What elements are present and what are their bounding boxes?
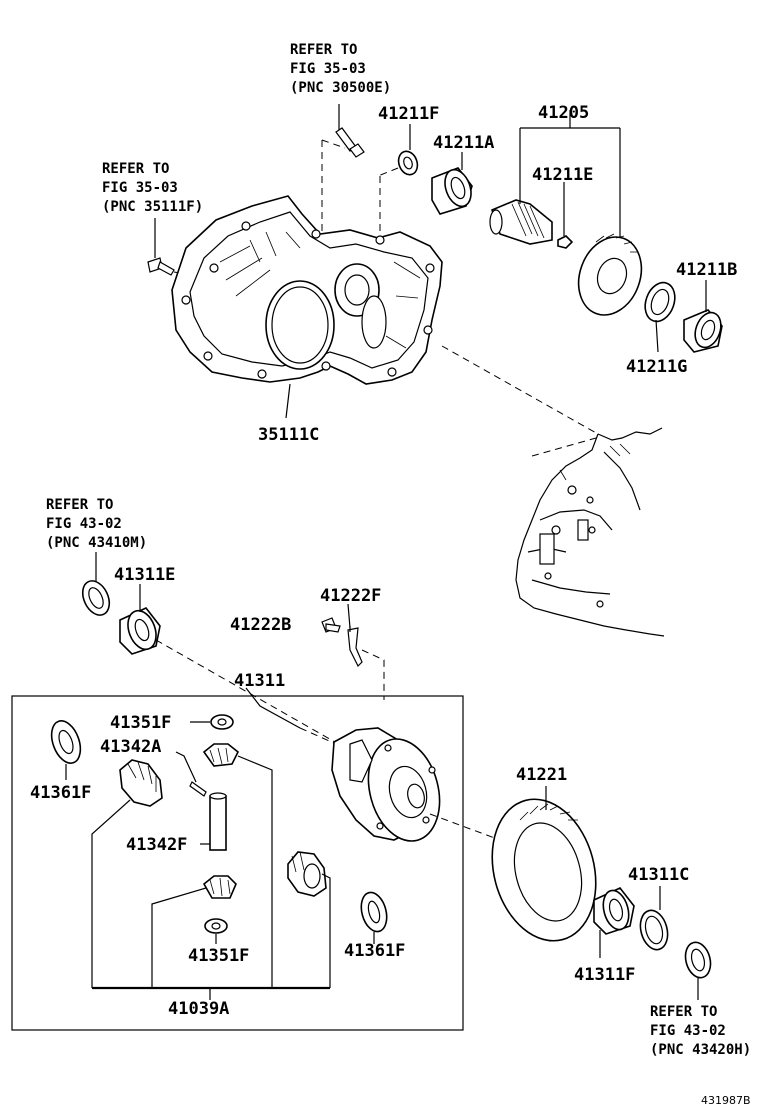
refer-note-43410M[interactable]: REFER TO FIG 43-02 (PNC 43410M): [46, 497, 147, 551]
svg-text:(PNC 30500E): (PNC 30500E): [290, 80, 391, 96]
label-41221: 41221: [516, 765, 567, 785]
svg-text:FIG 35-03: FIG 35-03: [290, 61, 366, 77]
leader-41222F: [347, 603, 351, 629]
label-41039A: 41039A: [168, 999, 229, 1019]
refer-note-30500E[interactable]: REFER TO FIG 35-03 (PNC 30500E): [290, 42, 391, 96]
bearing-41211A-part[interactable]: [431, 166, 476, 215]
label-41311: 41311: [234, 671, 285, 691]
bolt-41222B-part[interactable]: [321, 617, 341, 633]
pin-41342A-part[interactable]: [189, 781, 207, 797]
label-41211G: 41211G: [626, 357, 687, 377]
washer-41351F-top-part[interactable]: [210, 714, 234, 730]
seal-43410M-part[interactable]: [78, 577, 115, 620]
svg-text:FIG 43-02: FIG 43-02: [650, 1023, 726, 1039]
pinion-gear-bottom-part[interactable]: [202, 875, 237, 899]
lock-plate-41222F-part[interactable]: [347, 626, 363, 668]
label-41311C: 41311C: [628, 865, 689, 885]
svg-text:(PNC 43410M): (PNC 43410M): [46, 535, 147, 551]
svg-text:REFER TO: REFER TO: [650, 1004, 717, 1020]
nut-41211E-part[interactable]: [557, 235, 574, 249]
leader-30500E-b: [321, 139, 346, 149]
svg-text:(PNC 35111F): (PNC 35111F): [102, 199, 203, 215]
seal-41211G-part[interactable]: [640, 278, 680, 325]
leader-41039A-mid: [151, 887, 207, 988]
leader-41039A-left: [91, 799, 131, 988]
label-41211B: 41211B: [676, 260, 737, 280]
label-41351F-bottom: 41351F: [188, 946, 249, 966]
label-35111C: 35111C: [258, 425, 319, 445]
transaxle-housing-part[interactable]: [171, 195, 443, 385]
leader-41211F-b: [377, 167, 399, 177]
label-41361F-left: 41361F: [30, 783, 91, 803]
leader-41311: [245, 687, 301, 729]
bearing-41211B-part[interactable]: [683, 309, 725, 353]
svg-text:FIG 35-03: FIG 35-03: [102, 180, 178, 196]
label-41311E: 41311E: [114, 565, 175, 585]
leader-41311-b: [299, 727, 337, 745]
svg-text:FIG 43-02: FIG 43-02: [46, 516, 122, 532]
shim-41311C-part[interactable]: [636, 907, 671, 952]
label-41222B: 41222B: [230, 615, 291, 635]
leader-41039A-right: [237, 755, 273, 988]
label-41361F-right: 41361F: [344, 941, 405, 961]
pinion-gear-top-part[interactable]: [202, 743, 240, 767]
bolt-35111F-part[interactable]: [147, 218, 175, 276]
washer-41361F-left-part[interactable]: [46, 717, 85, 767]
differential-kit-box: [11, 695, 464, 1031]
leader-41342A: [175, 751, 197, 783]
leader-housing-to-transaxle: [441, 345, 599, 435]
svg-text:REFER TO: REFER TO: [46, 497, 113, 513]
transaxle-assembly-partial[interactable]: [515, 427, 665, 637]
side-gear-left-part[interactable]: [119, 759, 163, 807]
washer-41351F-bottom-part[interactable]: [204, 918, 228, 934]
label-41351F-top: 41351F: [110, 713, 171, 733]
washer-41211F-part[interactable]: [395, 149, 420, 178]
label-41342F: 41342F: [126, 835, 187, 855]
label-41205: 41205: [538, 103, 589, 123]
bolt-30500E-part[interactable]: [335, 104, 365, 158]
label-41311F: 41311F: [574, 965, 635, 985]
label-41222F: 41222F: [320, 586, 381, 606]
side-gear-right-part[interactable]: [287, 851, 327, 897]
washer-41361F-right-part[interactable]: [357, 890, 391, 935]
label-41211E: 41211E: [532, 165, 593, 185]
refer-note-43420H[interactable]: REFER TO FIG 43-02 (PNC 43420H): [650, 1004, 751, 1058]
shaft-41342F-part[interactable]: [209, 792, 227, 851]
leader-41039A-side: [321, 873, 331, 988]
refer-note-35111F[interactable]: REFER TO FIG 35-03 (PNC 35111F): [102, 161, 203, 215]
ring-gear-41221-part[interactable]: [477, 788, 611, 953]
seal-43420H-part[interactable]: [682, 940, 714, 981]
differential-case-part[interactable]: [331, 727, 450, 849]
svg-text:REFER TO: REFER TO: [290, 42, 357, 58]
pinion-shaft-part[interactable]: [489, 199, 553, 245]
svg-text:(PNC 43420H): (PNC 43420H): [650, 1042, 751, 1058]
leader-plate-to-case: [361, 649, 385, 700]
leader-35111C: [285, 383, 291, 419]
bracket-41205: [519, 110, 621, 238]
driven-gear-part[interactable]: [568, 228, 652, 324]
leader-case-to-gear: [429, 813, 501, 841]
leader-41211G: [655, 319, 659, 353]
label-41211A: 41211A: [433, 133, 494, 153]
bearing-41311F-part[interactable]: [593, 887, 635, 935]
figure-id: 431987B: [701, 1094, 751, 1107]
label-41211F: 41211F: [378, 104, 439, 124]
svg-text:REFER TO: REFER TO: [102, 161, 169, 177]
bearing-41311E-part[interactable]: [119, 607, 161, 655]
label-41342A: 41342A: [100, 737, 161, 757]
